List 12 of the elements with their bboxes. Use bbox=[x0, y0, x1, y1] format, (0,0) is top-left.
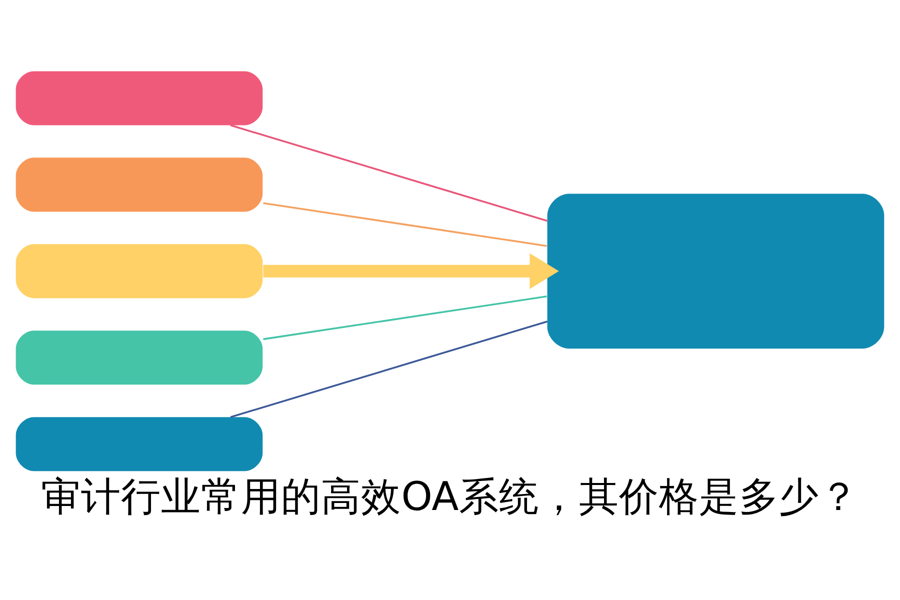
arrow bbox=[263, 253, 559, 290]
node-box bbox=[547, 194, 884, 349]
caption: 审计行业常用的高效OA系统，其价格是多少？ bbox=[41, 474, 859, 520]
connector bbox=[230, 124, 548, 222]
connector bbox=[263, 202, 547, 247]
node-box bbox=[16, 158, 263, 212]
node-box bbox=[16, 330, 263, 385]
connector bbox=[230, 320, 548, 418]
node-box bbox=[16, 417, 263, 472]
connector bbox=[263, 296, 547, 340]
node-box bbox=[16, 71, 263, 126]
node-box bbox=[16, 244, 263, 298]
